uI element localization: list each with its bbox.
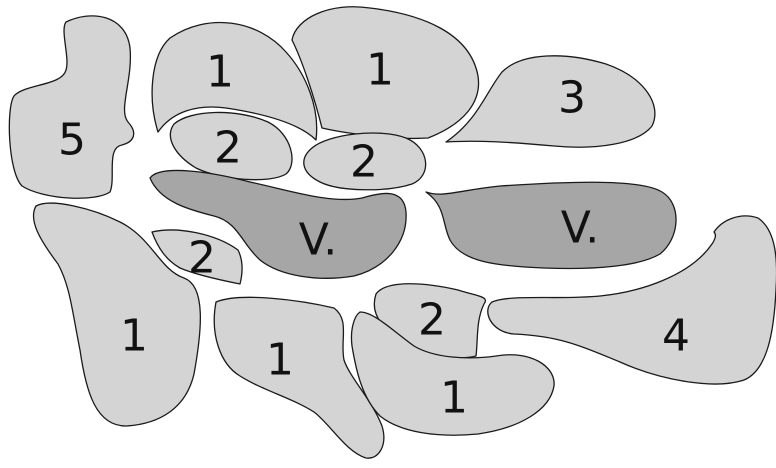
region-2-mid-left [151,229,243,285]
region-1-top-center-label: 1 [366,45,394,96]
region-3-label: 3 [558,73,586,124]
region-2-upper-left-label: 2 [214,123,242,174]
region-v-left [149,169,407,279]
region-4 [487,215,776,385]
region-5-label: 5 [58,115,86,166]
region-2-upper-center-label: 2 [350,137,378,188]
region-1-lower-right-label: 1 [440,373,468,424]
region-1-top-left-label: 1 [206,47,234,98]
region-v-right [425,181,677,270]
region-1-lower-left-label: 1 [120,311,148,362]
region-4-label: 4 [662,311,690,362]
region-1-lower-right [350,311,555,436]
region-2-upper-center [303,132,427,191]
region-1-top-center [291,6,480,140]
region-3 [445,55,656,148]
region-2-upper-left [169,111,293,181]
region-1-top-left [151,21,318,141]
region-v-left-label: V. [299,215,337,266]
region-2-lower-center-label: 2 [418,295,446,346]
region-5 [8,15,135,199]
region-1-lower-center [213,296,385,459]
region-1-lower-left [32,202,202,427]
region-2-mid-left-label: 2 [188,233,216,284]
region-v-right-label: V. [561,203,599,254]
region-1-lower-center-label: 1 [266,335,294,386]
